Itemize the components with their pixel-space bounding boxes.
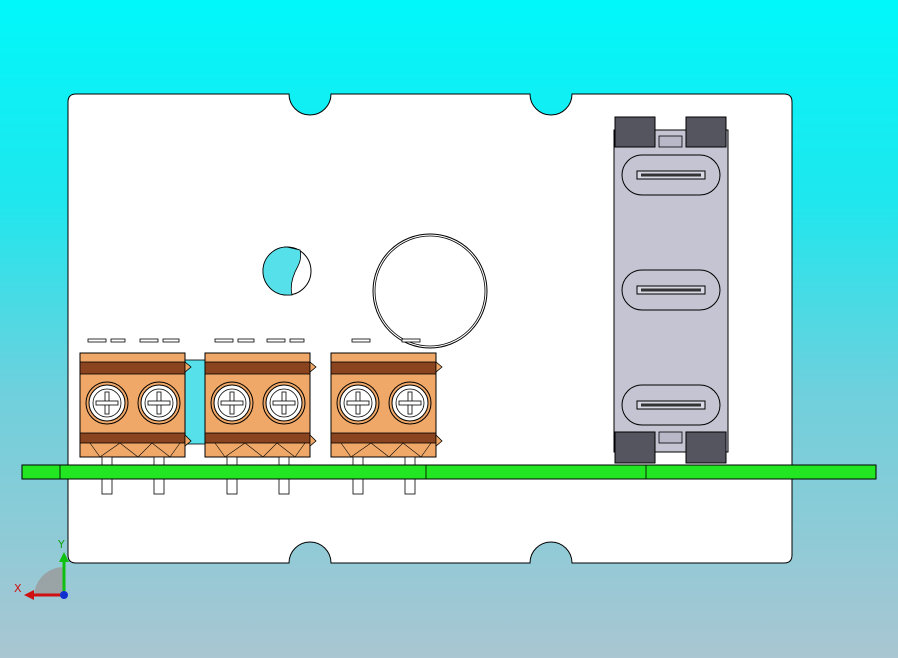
mounting-hole-small xyxy=(262,246,312,296)
terminal-gap xyxy=(183,359,207,445)
pcb-pin xyxy=(153,478,165,495)
x-axis-label: X xyxy=(14,582,22,595)
coordinate-triad xyxy=(24,552,69,600)
screw-head-icon[interactable] xyxy=(137,381,181,425)
terminal-block[interactable] xyxy=(204,352,317,458)
relay-slots xyxy=(621,154,721,426)
pcb-pin xyxy=(101,456,113,466)
pcb-pin xyxy=(101,478,113,495)
terminal-block[interactable] xyxy=(330,352,443,458)
pcb-pin xyxy=(278,478,290,495)
screw-head-icon[interactable] xyxy=(336,381,380,425)
relay-slot xyxy=(621,384,721,426)
pcb-pin xyxy=(153,456,165,466)
cable-gland-hole xyxy=(372,233,488,349)
relay-module[interactable] xyxy=(613,116,729,464)
relay-bottom-cap-right xyxy=(685,431,727,464)
relay-top-cap-right xyxy=(685,116,727,148)
relay-slot xyxy=(621,269,721,311)
screw-head-icon[interactable] xyxy=(262,381,306,425)
pcb-pin xyxy=(404,478,416,495)
relay-top-cap-left xyxy=(614,116,656,148)
pcb-board[interactable] xyxy=(21,464,877,480)
relay-bottom-cap-left xyxy=(614,431,656,464)
y-axis-label: Y xyxy=(58,538,65,551)
pcb-pin xyxy=(226,478,238,495)
terminal-blocks xyxy=(79,352,443,458)
terminal-block[interactable] xyxy=(79,352,192,458)
pcb-pin xyxy=(352,478,364,495)
pcb-pin xyxy=(226,456,238,466)
terminal-markers xyxy=(87,338,421,343)
pcb-pins xyxy=(101,456,416,495)
screw-head-icon[interactable] xyxy=(388,381,432,425)
relay-slot xyxy=(621,154,721,196)
pcb-pin xyxy=(352,456,364,466)
screw-head-icon[interactable] xyxy=(85,381,129,425)
pcb-pin xyxy=(404,456,416,466)
pcb-pin xyxy=(278,456,290,466)
screw-head-icon[interactable] xyxy=(210,381,254,425)
